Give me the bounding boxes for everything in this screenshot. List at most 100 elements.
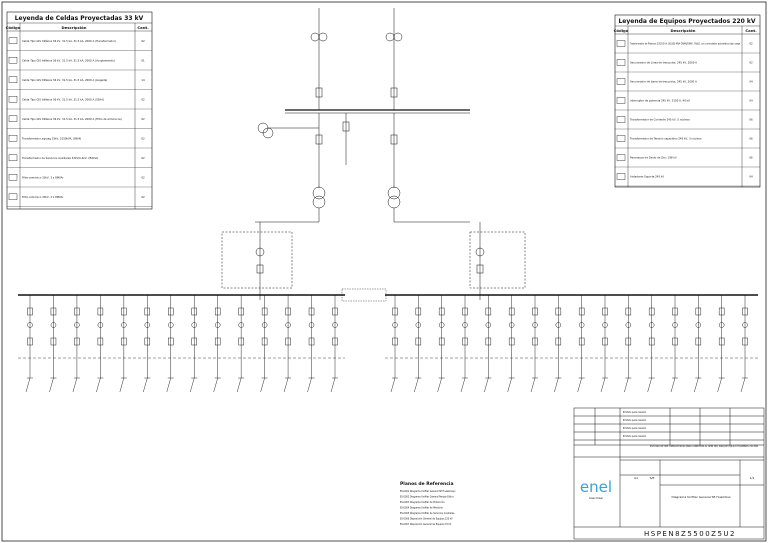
sheet-number: 1/1 <box>750 476 755 480</box>
legend-33kv-row-desc: Celda Tipo GIS trifásica 36 kV, 31.5 kA,… <box>22 97 104 101</box>
feeders-left <box>25 295 338 393</box>
feeder-bay <box>213 295 221 393</box>
feeder-bay <box>390 295 398 393</box>
legend-220kv-title: Leyenda de Equipos Proyectados 220 kV <box>618 18 755 25</box>
legend-220kv-col-qty: Cant. <box>745 28 757 33</box>
legend-33kv-col-qty: Cant. <box>137 25 149 30</box>
legend-33kv-row-qty: 02 <box>141 97 145 101</box>
legend-220kv-row-qty: 06 <box>749 118 753 122</box>
drawing-title: Diagrama Unifilar General SE Huambos <box>671 495 731 499</box>
drawing-scale: S/E <box>650 476 655 480</box>
legend-33kv-symbol <box>8 154 18 161</box>
feeder-bay <box>577 295 585 393</box>
legend-33kv-col-code: Código <box>6 25 21 30</box>
legend-220kv-row-qty: 06 <box>749 156 753 160</box>
legend-33kv-row-qty: 02 <box>141 175 145 179</box>
sheet-size: A1 <box>634 476 638 480</box>
feeder-bay <box>647 295 655 393</box>
reference-item: ES-0001 Diagrama Unifilar General SE Hua… <box>400 490 456 493</box>
legend-33kv-row-qty: 02 <box>141 39 145 43</box>
brand-sub: Green Power <box>589 497 603 500</box>
legend-33kv-symbol <box>8 76 18 83</box>
legend-33kv-row-desc: Filtro armónico 33kV, 3 x 8MVAr <box>22 175 64 179</box>
reference-item: ES-0004 Diagrama Unifilar de Medición <box>400 507 444 510</box>
legend-220kv-symbol <box>616 59 626 66</box>
feeder-bay <box>484 295 492 393</box>
legend-33kv-symbol <box>8 57 18 64</box>
legend-33kv-row-qty: 02 <box>141 117 145 121</box>
legend-33kv-row-desc: Transformador de Servicios Auxiliares 33… <box>22 156 98 160</box>
legend-220kv-symbol <box>616 116 626 123</box>
mv-33kv-busbars <box>18 288 758 359</box>
feeder-bay <box>119 295 127 393</box>
feeder-bay <box>694 295 702 393</box>
legend-33kv-symbol <box>8 193 18 200</box>
feeder-bay <box>260 295 268 393</box>
revision-row: Emitido para revisión <box>623 411 647 414</box>
legend-220kv-row-qty: 04 <box>749 175 753 179</box>
legend-33kv-col-desc: Descripción <box>62 25 87 30</box>
brand-logo: enel <box>580 478 612 496</box>
legend-33kv-row-desc: Celda Tipo GIS trifásica 36 kV, 31.5 kA,… <box>22 39 116 43</box>
feeder-bay <box>72 295 80 393</box>
legend-33kv-row-qty: 02 <box>141 195 145 199</box>
aux-boxes <box>221 222 526 300</box>
feeder-bay <box>330 295 338 393</box>
legend-220kv-row-desc: Aisladores Soporte 245 kV <box>630 175 664 179</box>
hv-220kv-section <box>255 8 470 223</box>
legend-220kv-symbol <box>616 40 626 47</box>
reference-title: Planos de Referencia <box>400 481 454 487</box>
legend-220kv-symbol <box>616 97 626 104</box>
legend-220kv-row-desc: Transformador de Potencia 220/33 kV, 80/… <box>630 42 740 46</box>
title-block <box>573 407 765 540</box>
legend-33kv: Leyenda de Celdas Proyectadas 33 kV Códi… <box>6 11 153 210</box>
project-name: ESTUDIO DE PRE OPERATIVIDAD PARA CONEXIÓ… <box>650 445 759 448</box>
legend-220kv-row-qty: 02 <box>749 42 753 46</box>
legend-220kv-row-desc: Seccionador de barra de tres polos, 245 … <box>630 80 697 84</box>
legend-220kv-symbol <box>616 135 626 142</box>
legend-220kv-row-qty: 04 <box>749 99 753 103</box>
legend-33kv-row-desc: Celda Tipo GIS trifásica 36 kV, 31.5 kA,… <box>22 117 122 121</box>
legend-33kv-symbol <box>8 174 18 181</box>
feeder-bay <box>414 295 422 393</box>
legend-220kv-row-qty: 04 <box>749 80 753 84</box>
reference-drawings: Planos de Referencia ES-0001 Diagrama Un… <box>400 481 456 526</box>
legend-220kv-row-desc: Transformador de Corriente 245 kV, 5 núc… <box>630 118 690 122</box>
feeder-bay <box>530 295 538 393</box>
feeder-bay <box>236 295 245 393</box>
legend-33kv-row-desc: Celda Tipo GIS trifásica 36 kV, 31.5 kA,… <box>22 58 115 62</box>
legend-33kv-row-desc: Filtro armónico 33kV, 3 x 8MVAr <box>22 195 64 199</box>
legend-33kv-symbol <box>8 96 18 103</box>
legend-33kv-row-qty: 02 <box>141 156 145 160</box>
legend-220kv-row-desc: Transformador de Tensión capacitivo 245 … <box>630 137 702 141</box>
feeder-bay <box>307 295 315 393</box>
legend-33kv-symbol <box>8 115 18 122</box>
feeder-bay <box>740 295 748 393</box>
legend-33kv-symbol <box>8 135 18 142</box>
legend-33kv-row-qty: 14 <box>141 78 145 82</box>
legend-33kv-row-qty: 01 <box>141 58 145 62</box>
feeders-right <box>390 295 748 393</box>
legend-220kv: Leyenda de Equipos Proyectados 220 kV Có… <box>614 14 761 188</box>
legend-33kv-row-qty: 02 <box>141 136 145 140</box>
revision-row: Emitido para revisión <box>623 419 647 422</box>
reference-item: ES-0002 Diagrama Unifilar General Parque… <box>400 496 454 499</box>
feeder-bay <box>624 295 632 393</box>
feeder-bay <box>283 295 292 393</box>
legend-220kv-row-qty: 06 <box>749 137 753 141</box>
feeder-bay <box>166 295 174 393</box>
legend-220kv-symbol <box>616 154 626 161</box>
feeder-bay <box>96 295 104 393</box>
legend-220kv-symbol <box>616 173 626 180</box>
feeder-bay <box>143 295 151 393</box>
reference-item: ES-0006 Disposición General de Equipos 2… <box>400 518 453 521</box>
feeder-bay <box>554 295 562 393</box>
feeder-bay <box>717 295 725 393</box>
legend-33kv-row-desc: Transformador zig-zag 33kV, 3150kVA, ONA… <box>22 136 81 140</box>
reference-item: ES-0007 Disposición General de Equipos 3… <box>400 523 452 526</box>
feeder-bay <box>600 295 608 393</box>
legend-220kv-row-desc: Seccionador de Línea de tres polos, 245 … <box>630 61 697 65</box>
